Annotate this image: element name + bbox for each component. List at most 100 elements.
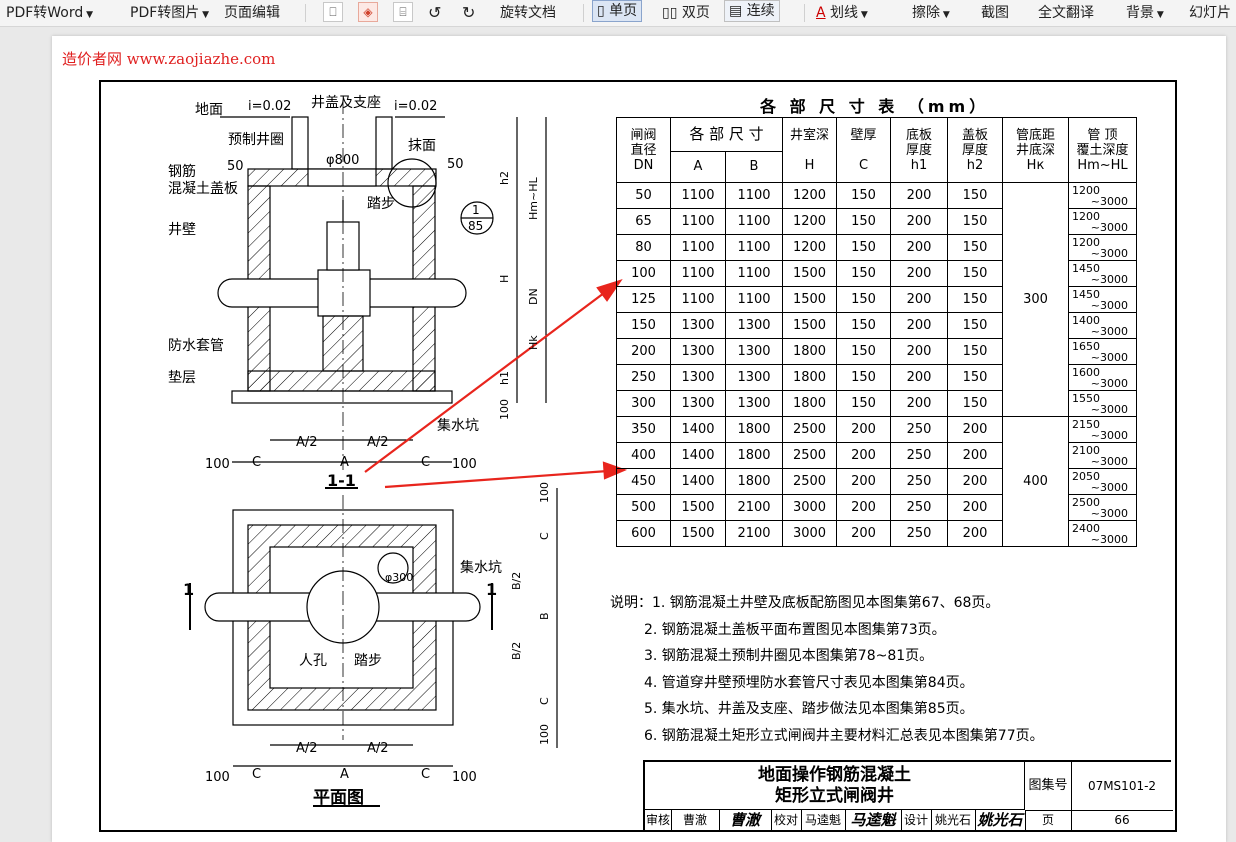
cell-hm-min: 2050 xyxy=(1072,469,1100,483)
cell-h: 3000 xyxy=(782,494,837,521)
cell-c: 150 xyxy=(836,234,891,261)
atlas-label: 图集号 xyxy=(1025,762,1072,811)
check-signature: 马逵魁 xyxy=(845,810,902,830)
rotate-right-icon[interactable]: ↻ xyxy=(462,3,476,22)
cell-hm: 1200~3000 xyxy=(1068,208,1137,235)
cell-hm-max: ~3000 xyxy=(1090,532,1128,546)
cell-b: 1300 xyxy=(725,338,783,365)
cell-b: 1300 xyxy=(725,390,783,417)
cell-a: 1100 xyxy=(670,182,726,209)
plan-dim-C-bottom: C xyxy=(538,697,551,705)
cell-hm: 1450~3000 xyxy=(1068,286,1137,313)
plan-dim-B: B xyxy=(538,612,551,620)
header-h2-line3: h2 xyxy=(966,157,984,173)
rotate-left-icon[interactable]: ↺ xyxy=(428,3,442,22)
header-h2-line1: 盖板 xyxy=(961,127,988,143)
screenshot-button[interactable]: 截图 xyxy=(981,5,1009,21)
cell-c: 150 xyxy=(836,260,891,287)
header-sizes: 各 部 尺 寸 xyxy=(670,117,783,152)
dim-h1: h1 xyxy=(498,371,511,385)
slideshow-button[interactable]: 幻灯片 xyxy=(1189,5,1231,21)
label-rc-cover-2: 混凝土盖板 xyxy=(168,181,238,197)
underline-button[interactable]: A 划线 ▼ xyxy=(816,3,868,23)
cell-h2: 150 xyxy=(947,286,1003,313)
erase-button[interactable]: 擦除 ▼ xyxy=(912,3,950,23)
cell-c: 200 xyxy=(836,468,891,495)
note-line-2: 2. 钢筋混凝土盖板平面布置图见本图集第73页。 xyxy=(610,617,1044,644)
label-cover-seat: 井盖及支座 xyxy=(311,95,381,111)
cell-h: 1800 xyxy=(782,338,837,365)
chevron-down-icon: ▼ xyxy=(83,10,94,20)
review-signature: 曹澈 xyxy=(719,810,772,830)
cell-h: 1200 xyxy=(782,208,837,235)
cell-hm-max: ~3000 xyxy=(1090,272,1128,286)
cell-h: 1800 xyxy=(782,364,837,391)
cell-hm-max: ~3000 xyxy=(1090,480,1128,494)
header-hm-line3: Hm~HL xyxy=(1077,157,1128,173)
cell-h1: 200 xyxy=(890,234,948,261)
note-item-6: 6. 钢筋混凝土矩形立式闸阀井主要材料汇总表见本图集第77页。 xyxy=(644,727,1044,744)
pdf-to-image-button[interactable]: PDF转图片 ▼ xyxy=(130,3,209,23)
continuous-button[interactable]: ▤ 连续 xyxy=(724,0,780,22)
rotate-doc-button[interactable]: 旋转文档 xyxy=(500,5,556,21)
design-signature: 姚光石 xyxy=(975,810,1026,830)
cell-c: 150 xyxy=(836,364,891,391)
cell-c: 150 xyxy=(836,390,891,417)
page-number: 66 xyxy=(1114,813,1130,827)
cell-h1: 250 xyxy=(890,494,948,521)
single-page-button[interactable]: ▯ 单页 xyxy=(592,0,643,22)
header-h1-line3: h1 xyxy=(910,157,928,173)
cell-hm: 1400~3000 xyxy=(1068,312,1137,339)
cell-b: 1800 xyxy=(725,468,783,495)
label-dim-50-left: 50 xyxy=(227,159,244,174)
dim-DN: DN xyxy=(527,288,540,305)
single-page-icon: ▯ xyxy=(597,3,605,19)
single-page-label: 单页 xyxy=(609,3,638,19)
cell-hm: 2100~3000 xyxy=(1068,442,1137,469)
cell-dn: 450 xyxy=(616,468,671,495)
cell-h2: 150 xyxy=(947,312,1003,339)
page-label: 页 xyxy=(1025,810,1072,830)
pdf-to-word-button[interactable]: PDF转Word ▼ xyxy=(6,3,93,23)
page-edit-button[interactable]: 页面编辑 xyxy=(224,5,280,21)
chevron-down-icon: ▼ xyxy=(199,10,210,20)
cell-h2: 200 xyxy=(947,494,1003,521)
cell-hm-max: ~3000 xyxy=(1090,350,1128,364)
fit-width-icon[interactable]: ◈ xyxy=(358,2,378,22)
plan-dim-B2-top: B/2 xyxy=(510,572,523,590)
fit-page-icon[interactable]: ⎕ xyxy=(323,2,343,22)
header-hm-line2: 覆土深度 xyxy=(1076,142,1129,158)
cell-h1: 200 xyxy=(890,390,948,417)
dim-hm-hl: Hm~HL xyxy=(527,177,540,220)
cell-b: 2100 xyxy=(725,520,783,547)
dim-A2-right: A/2 xyxy=(367,435,389,450)
plan-dim-A: A xyxy=(340,767,349,782)
pdf-to-word-label: PDF转Word xyxy=(6,5,84,21)
actual-size-icon[interactable]: ⌸ xyxy=(393,2,413,22)
dim-A2-left: A/2 xyxy=(296,435,318,450)
cell-dn: 500 xyxy=(616,494,671,521)
cell-hm-min: 1200 xyxy=(1072,235,1100,249)
design-name: 姚光石 xyxy=(931,810,976,830)
background-button[interactable]: 背景 ▼ xyxy=(1126,3,1164,23)
cell-hm-min: 1600 xyxy=(1072,365,1100,379)
label-slope-right: i=0.02 xyxy=(394,99,437,114)
cell-c: 150 xyxy=(836,182,891,209)
translate-button[interactable]: 全文翻译 xyxy=(1038,5,1094,21)
note-item-1: 1. 钢筋混凝土井壁及底板配筋图见本图集第67、68页。 xyxy=(652,595,1000,611)
plan-dim-100-bottom: 100 xyxy=(538,724,551,745)
pdf-to-image-label: PDF转图片 xyxy=(130,5,200,21)
cell-a: 1400 xyxy=(670,442,726,469)
cell-hm-min: 2150 xyxy=(1072,417,1100,431)
dim-100-left: 100 xyxy=(205,457,230,472)
plan-dim-A2-right: A/2 xyxy=(367,741,389,756)
chevron-down-icon: ▼ xyxy=(1154,10,1164,20)
double-page-button[interactable]: ▯▯ 双页 xyxy=(662,3,710,23)
cell-c: 200 xyxy=(836,494,891,521)
cell-hm-max: ~3000 xyxy=(1090,506,1128,520)
cell-h2: 150 xyxy=(947,390,1003,417)
